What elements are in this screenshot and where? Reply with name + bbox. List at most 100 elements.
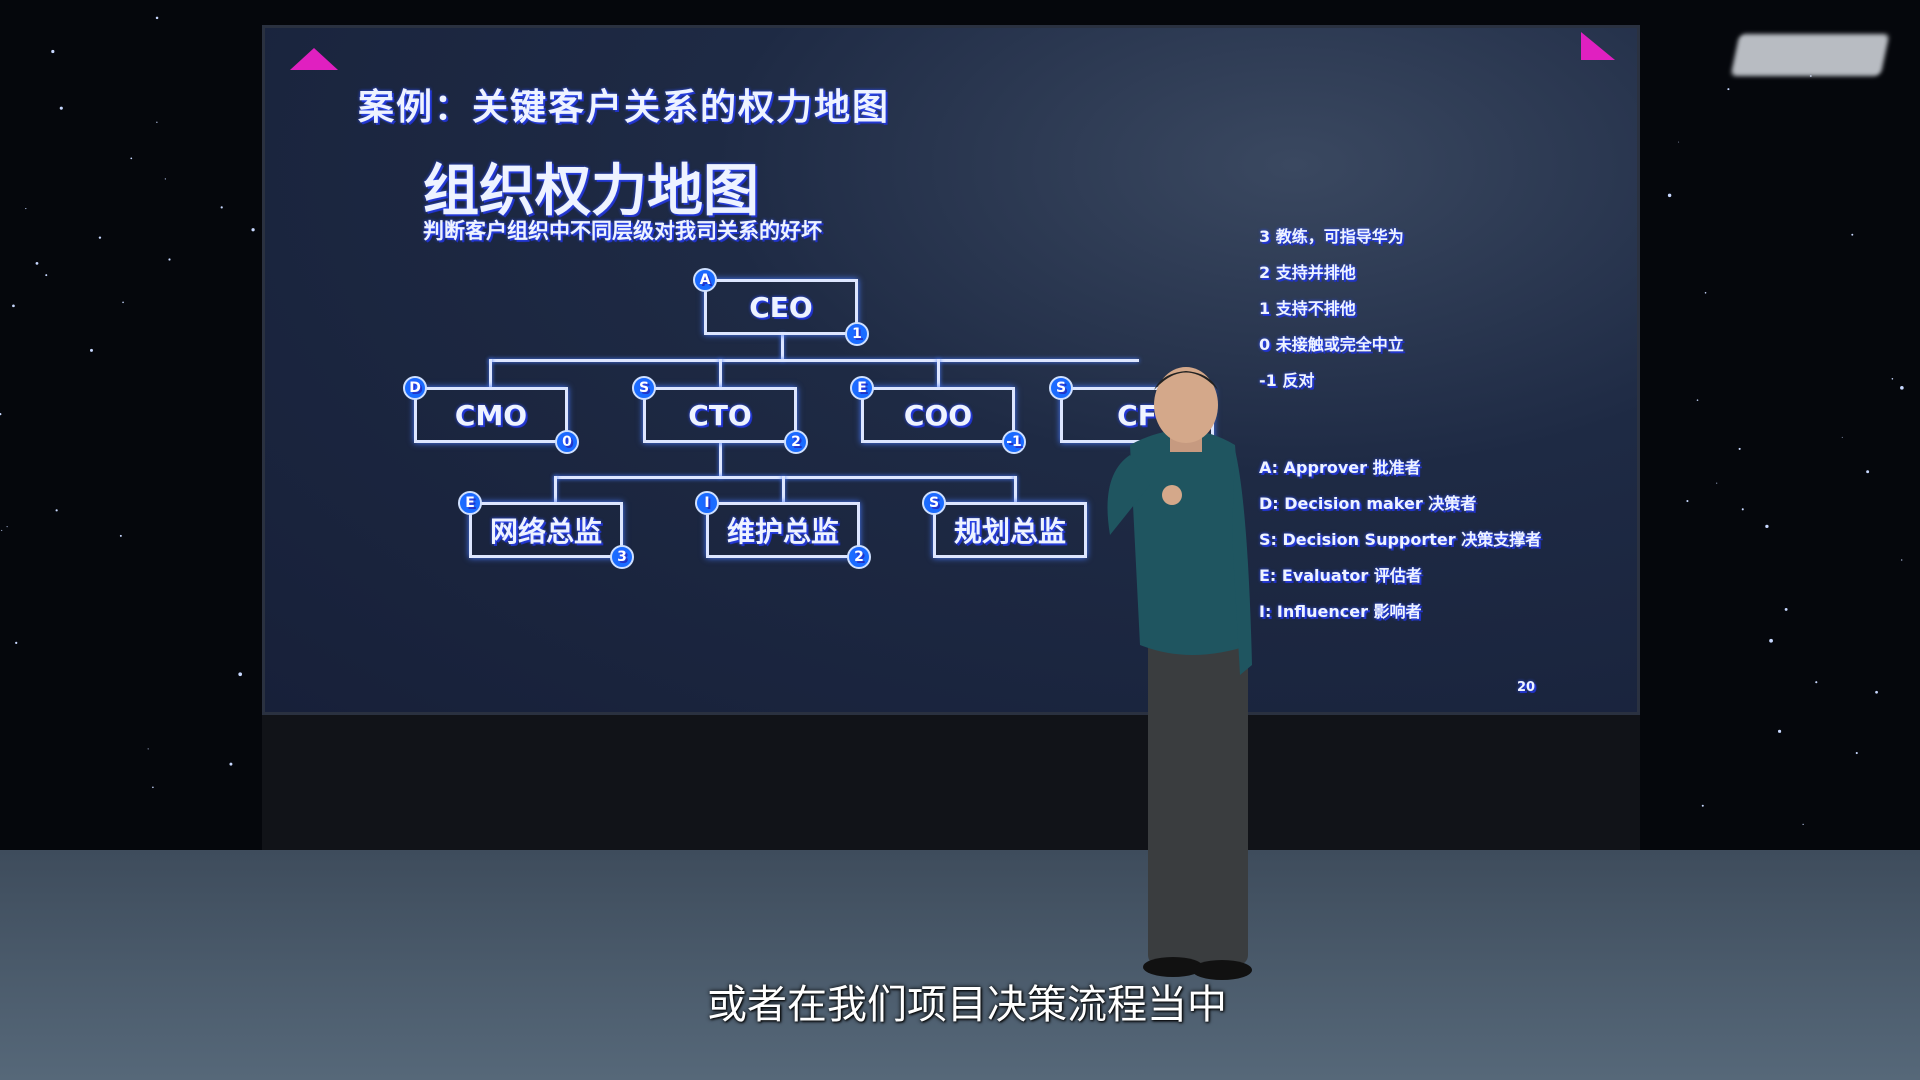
star bbox=[6, 526, 8, 528]
stage-back-wall bbox=[262, 715, 1640, 850]
star bbox=[1678, 141, 1680, 143]
star bbox=[220, 206, 223, 209]
role-badge: I bbox=[695, 491, 719, 515]
star bbox=[45, 274, 48, 277]
star bbox=[98, 236, 102, 239]
star bbox=[1765, 524, 1769, 529]
connector-line bbox=[554, 476, 557, 502]
role-badge: S bbox=[632, 376, 656, 400]
star bbox=[1851, 233, 1854, 236]
star bbox=[35, 261, 39, 265]
star bbox=[1716, 482, 1718, 484]
star bbox=[1701, 804, 1704, 807]
star bbox=[59, 106, 63, 110]
star bbox=[130, 157, 133, 160]
org-node-label: 规划总监 bbox=[953, 515, 1066, 548]
star bbox=[1738, 447, 1741, 450]
connector-line bbox=[489, 359, 1139, 362]
role-legend-approver: A: Approver 批准者 bbox=[1259, 458, 1421, 477]
star bbox=[1900, 386, 1904, 390]
star bbox=[168, 258, 171, 261]
slide-title: 组织权力地图 bbox=[423, 159, 759, 224]
star bbox=[152, 786, 154, 789]
role-badge: S bbox=[1049, 376, 1073, 400]
star bbox=[15, 641, 18, 644]
role-legend-decision-supporter: S: Decision Supporter 决策支撑者 bbox=[1259, 530, 1542, 549]
connector-line bbox=[782, 476, 785, 502]
connector-line bbox=[489, 359, 492, 387]
star bbox=[1855, 751, 1858, 755]
connector-line bbox=[554, 476, 1016, 479]
star bbox=[90, 348, 93, 352]
role-legend-influencer: I: Influencer 影响者 bbox=[1259, 602, 1422, 621]
connector-line bbox=[719, 443, 722, 478]
connector-line bbox=[937, 359, 940, 387]
slide-subtitle: 判断客户组织中不同层级对我司关系的好坏 bbox=[423, 219, 822, 243]
triangle-decoration-left bbox=[290, 48, 338, 70]
subtitle-caption: 或者在我们项目决策流程当中 bbox=[707, 982, 1227, 1028]
org-node-label: CEO bbox=[749, 290, 813, 324]
org-node-label: CF bbox=[1117, 398, 1157, 432]
star bbox=[229, 762, 233, 766]
org-node-label: COO bbox=[903, 398, 973, 432]
star bbox=[1667, 193, 1672, 198]
triangle-decoration-right bbox=[1581, 32, 1615, 60]
star bbox=[147, 748, 149, 750]
star bbox=[1727, 88, 1730, 91]
star bbox=[1866, 470, 1870, 474]
star bbox=[1704, 292, 1707, 294]
presentation-screen: 案例：关键客户关系的权力地图 组织权力地图 判断客户组织中不同层级对我司关系的好… bbox=[262, 25, 1640, 715]
presenter bbox=[1107, 367, 1252, 980]
star bbox=[1841, 436, 1843, 438]
score-badge: 3 bbox=[610, 545, 634, 569]
star bbox=[1784, 607, 1788, 611]
star bbox=[25, 207, 27, 210]
star bbox=[1696, 399, 1699, 401]
org-node-label: CTO bbox=[688, 398, 752, 432]
score-legend-0: 0 未接触或完全中立 bbox=[1259, 335, 1404, 354]
role-badge: A bbox=[693, 268, 717, 292]
connector-line bbox=[1014, 476, 1017, 502]
star bbox=[1901, 559, 1903, 561]
score-badge: 2 bbox=[847, 545, 871, 569]
star bbox=[119, 534, 122, 537]
logo-watermark bbox=[1730, 34, 1890, 76]
score-badge: 1 bbox=[845, 322, 869, 346]
star bbox=[1875, 690, 1878, 694]
org-node-label: 网络总监 bbox=[489, 515, 602, 548]
connector-line bbox=[781, 333, 784, 361]
role-legend-evaluator: E: Evaluator 评估者 bbox=[1259, 566, 1422, 585]
star bbox=[238, 672, 243, 677]
org-node-label: 维护总监 bbox=[726, 515, 839, 548]
star bbox=[1741, 508, 1744, 511]
star bbox=[1815, 681, 1818, 684]
stage-floor bbox=[0, 850, 1920, 1080]
score-legend-1: 1 支持不排他 bbox=[1259, 299, 1356, 318]
star bbox=[1686, 499, 1689, 503]
score-legend-3: 3 教练，可指导华为 bbox=[1259, 227, 1404, 246]
star bbox=[164, 178, 166, 180]
role-badge: E bbox=[458, 491, 482, 515]
star bbox=[55, 509, 58, 512]
star bbox=[12, 304, 15, 308]
page-number: 20 bbox=[1517, 680, 1536, 695]
org-node: 维护总监 I 2 bbox=[695, 491, 871, 569]
star bbox=[155, 16, 159, 20]
role-badge: D bbox=[403, 376, 427, 400]
score-legend-neg1: -1 反对 bbox=[1259, 371, 1315, 390]
score-badge: -1 bbox=[1002, 430, 1026, 454]
score-badge: 0 bbox=[555, 430, 579, 454]
score-legend-2: 2 支持并排他 bbox=[1259, 263, 1356, 282]
score-badge: 2 bbox=[784, 430, 808, 454]
star bbox=[1891, 378, 1894, 380]
star bbox=[1802, 823, 1804, 825]
org-node: CTO S 2 bbox=[632, 376, 808, 454]
star bbox=[51, 49, 55, 54]
org-node: CEO A 1 bbox=[693, 268, 869, 346]
org-node: 网络总监 E 3 bbox=[458, 491, 634, 569]
star bbox=[251, 228, 255, 232]
